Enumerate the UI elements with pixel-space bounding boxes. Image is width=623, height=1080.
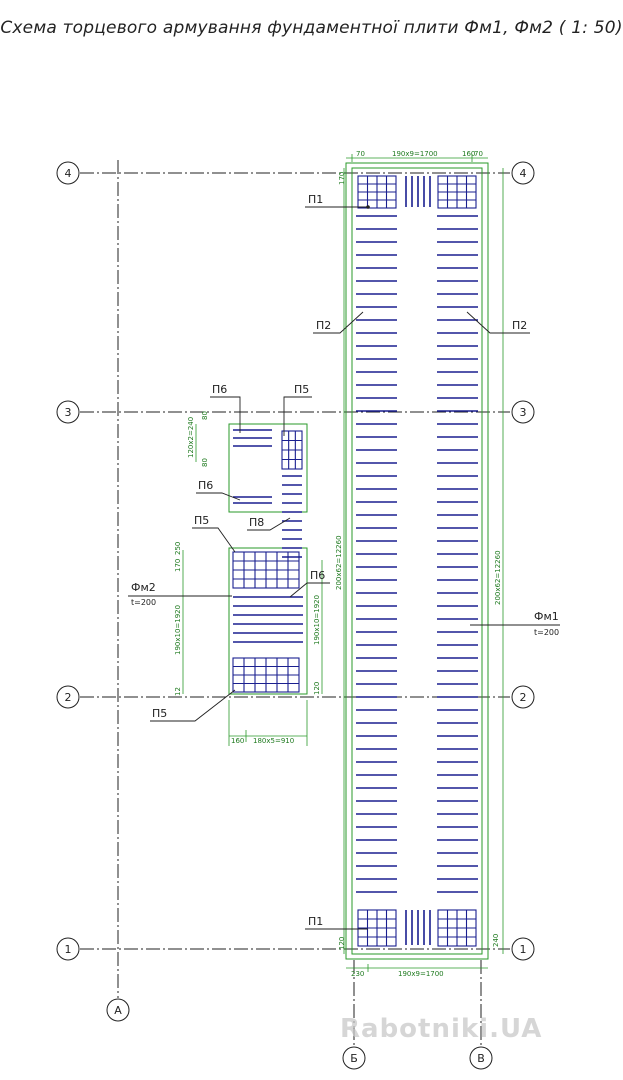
dimension-right-long: 200x62=12260 bbox=[494, 168, 504, 954]
rebar-p6-lower bbox=[233, 496, 272, 504]
mesh-p5-fm2-top bbox=[232, 551, 300, 589]
label-text: t=200 bbox=[534, 628, 559, 637]
dim-label: 70 bbox=[474, 150, 483, 158]
label-text: П6 bbox=[310, 569, 325, 582]
mesh-p1-bottom-left bbox=[357, 909, 397, 947]
axis-marker-v: В bbox=[469, 1046, 493, 1070]
label-text: П5 bbox=[194, 514, 209, 527]
dim-label: 160 bbox=[462, 150, 475, 158]
dim-label: 190x10=1920 bbox=[313, 595, 321, 645]
watermark: Rabotniki.UA bbox=[340, 1014, 543, 1044]
label-text: П1 bbox=[308, 915, 323, 928]
mesh-p5-upper bbox=[281, 430, 303, 470]
axis-label: 3 bbox=[520, 406, 527, 419]
label-text: П8 bbox=[249, 516, 264, 529]
slab-fm2-upper-outline bbox=[228, 423, 308, 513]
label-p8: П8 bbox=[247, 516, 291, 531]
slab-fm1-outline bbox=[345, 162, 489, 960]
dim-label: 120x2=240 bbox=[187, 417, 195, 458]
label-text: П6 bbox=[212, 383, 227, 396]
dim-label: 80 bbox=[201, 458, 209, 467]
dim-label: 170 bbox=[174, 559, 182, 572]
label-text: П2 bbox=[512, 319, 527, 332]
bars-p2-right bbox=[437, 215, 478, 893]
label-fm1: Фм1 t=200 bbox=[470, 610, 560, 637]
axis-marker-3-left: 3 bbox=[56, 400, 80, 424]
axis-marker-4-right: 4 bbox=[511, 161, 535, 185]
dim-label: 160 bbox=[231, 737, 244, 745]
label-p5-a: П5 bbox=[283, 383, 312, 436]
dimension-fm2: 80 120x2=240 80 170 250 190x10=1920 12 1… bbox=[174, 411, 323, 746]
label-text: П6 bbox=[198, 479, 213, 492]
dim-label: 200x62=12260 bbox=[335, 535, 343, 590]
axis-marker-4-left: 4 bbox=[56, 161, 80, 185]
mesh-p1-top-left bbox=[357, 175, 397, 209]
axis-marker-3-right: 3 bbox=[511, 400, 535, 424]
axis-label: 2 bbox=[65, 691, 72, 704]
bars-p8 bbox=[282, 475, 302, 558]
dim-label: 12 bbox=[174, 687, 182, 696]
dim-label: 190x9=1700 bbox=[398, 970, 444, 978]
label-text: П2 bbox=[316, 319, 331, 332]
label-text: Фм1 bbox=[534, 610, 559, 623]
dim-label: 190x9=1700 bbox=[392, 150, 438, 158]
mesh-p1-top-right bbox=[437, 175, 477, 209]
label-p1-bottom: П1 bbox=[305, 915, 368, 930]
dim-label: 170 bbox=[338, 172, 346, 185]
dim-label: 240 bbox=[492, 934, 500, 947]
dim-label: 250 bbox=[174, 542, 182, 555]
axis-label: 1 bbox=[520, 943, 527, 956]
axis-label: 1 bbox=[65, 943, 72, 956]
label-text: П1 bbox=[308, 193, 323, 206]
axis-label: 4 bbox=[520, 167, 527, 180]
mesh-p1-bottom-right bbox=[437, 909, 477, 947]
rebar-p6-upper bbox=[233, 429, 272, 447]
axis-label: Б bbox=[350, 1052, 358, 1065]
dim-label: 80 bbox=[201, 411, 209, 420]
label-text: П5 bbox=[294, 383, 309, 396]
axis-marker-1-right: 1 bbox=[511, 937, 535, 961]
label-p2-left: П2 bbox=[313, 311, 364, 334]
dimension-bottom: 230 190x9=1700 240 120 bbox=[338, 934, 500, 978]
mesh-p5-fm2-bottom bbox=[232, 657, 300, 693]
label-text: t=200 bbox=[131, 598, 156, 607]
axis-marker-1-left: 1 bbox=[56, 937, 80, 961]
dim-label: 200x62=12260 bbox=[494, 550, 502, 605]
bars-p6-fm2 bbox=[233, 596, 303, 643]
label-text: П5 bbox=[152, 707, 167, 720]
label-p5-b: П5 bbox=[192, 514, 236, 553]
dimension-left-long: 200x62=12260 bbox=[335, 168, 345, 954]
axis-label: А bbox=[114, 1004, 122, 1017]
axis-label: 2 bbox=[520, 691, 527, 704]
label-p6-a: П6 bbox=[210, 383, 241, 433]
dim-label: 190x10=1920 bbox=[174, 605, 182, 655]
axis-marker-a: А bbox=[106, 998, 130, 1022]
slab-fm1-inner bbox=[351, 167, 483, 955]
dim-label: 230 bbox=[351, 970, 364, 978]
vertical-bars-bottom bbox=[405, 910, 431, 945]
dim-label: 180x5=910 bbox=[253, 737, 294, 745]
axis-label: В bbox=[477, 1052, 485, 1065]
dim-label: 120 bbox=[313, 682, 321, 695]
vertical-bars-top bbox=[405, 176, 431, 207]
dimension-top: 70 190x9=1700 160 70 170 bbox=[338, 150, 488, 185]
axis-label: 3 bbox=[65, 406, 72, 419]
label-p1-top: П1 bbox=[305, 193, 370, 209]
axis-marker-2-right: 2 bbox=[511, 685, 535, 709]
label-p6-c: П6 bbox=[289, 569, 330, 598]
label-p5-c: П5 bbox=[150, 689, 236, 722]
axis-label: 4 bbox=[65, 167, 72, 180]
axis-marker-b: Б bbox=[342, 1046, 366, 1070]
slab-fm2-outline bbox=[228, 547, 308, 695]
dim-label: 120 bbox=[338, 937, 346, 950]
label-fm2: Фм2 t=200 bbox=[128, 581, 232, 607]
label-text: Фм2 bbox=[131, 581, 156, 594]
label-p6-b: П6 bbox=[196, 479, 241, 501]
drawing-title: Схема торцевого армування фундаментної п… bbox=[0, 18, 623, 38]
bars-p2-left bbox=[356, 215, 397, 893]
axis-marker-2-left: 2 bbox=[56, 685, 80, 709]
dim-label: 70 bbox=[356, 150, 365, 158]
label-p2-right: П2 bbox=[466, 311, 530, 334]
